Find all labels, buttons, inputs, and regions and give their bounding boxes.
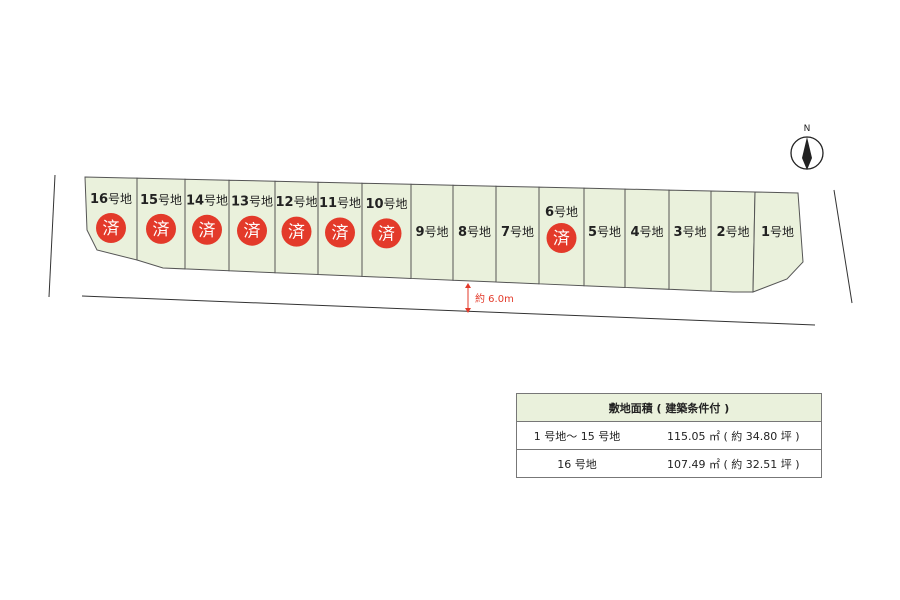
lot-label: 10号地 [365, 197, 407, 212]
site-area-table: 敷地面積 ( 建築条件付 ) 1 号地～ 15 号地 115.05 ㎡ ( 約 … [516, 393, 822, 478]
svg-text:済: 済 [553, 229, 570, 249]
sold-badge: 済 [371, 218, 402, 249]
sold-badge: 済 [546, 223, 577, 253]
lot-label: 12号地 [275, 195, 317, 210]
sold-badge: 済 [146, 213, 176, 244]
lot-2[interactable]: 2号地 [710, 190, 756, 293]
lot-5[interactable]: 5号地 [583, 187, 626, 288]
road-edge-left [48, 174, 56, 298]
sold-badge: 済 [281, 216, 312, 247]
sold-badge: 済 [325, 217, 355, 248]
lot-label: 2号地 [716, 225, 749, 240]
sold-badge: 済 [237, 215, 267, 246]
lot-8[interactable]: 8号地 [452, 184, 497, 283]
table-title: 敷地面積 ( 建築条件付 ) [516, 393, 822, 422]
lot-shape[interactable] [752, 191, 804, 293]
lot-label: 3号地 [673, 225, 706, 240]
lot-1[interactable]: 1号地 [752, 191, 804, 293]
lot-label: 8号地 [458, 225, 491, 240]
lots-cell: 1 号地～ 15 号地 [516, 421, 637, 450]
lot-label: 9号地 [415, 225, 448, 240]
lot-label: 7号地 [501, 225, 534, 240]
road-edge-right [833, 189, 853, 304]
lot-4[interactable]: 4号地 [624, 188, 670, 290]
lot-label: 11号地 [319, 196, 361, 211]
lot-label: 5号地 [588, 225, 621, 240]
svg-text:済: 済 [332, 224, 349, 244]
svg-text:済: 済 [199, 221, 216, 241]
lot-label: 4号地 [630, 225, 663, 240]
lot-3[interactable]: 3号地 [668, 189, 712, 292]
road-edge-bottom [81, 295, 816, 326]
svg-text:済: 済 [153, 220, 170, 240]
lot-label: 1号地 [761, 225, 794, 240]
lots-cell: 16 号地 [516, 449, 637, 478]
lot-label: 15号地 [140, 193, 182, 208]
lot-7[interactable]: 7号地 [495, 185, 540, 285]
lot-shape[interactable] [710, 190, 756, 293]
area-cell: 115.05 ㎡ ( 約 34.80 坪 ) [637, 421, 822, 450]
lot-label: 6号地 [545, 205, 578, 220]
svg-text:済: 済 [378, 224, 395, 244]
table-row: 16 号地 107.49 ㎡ ( 約 32.51 坪 ) [516, 449, 822, 478]
road-width-label: 約 6.0m [475, 292, 514, 305]
svg-text:済: 済 [288, 223, 305, 243]
lot-shape[interactable] [668, 189, 712, 292]
north-compass-icon: N [790, 124, 824, 170]
lot-9[interactable]: 9号地 [410, 183, 454, 281]
road-width-dimension: 約 6.0m [465, 283, 514, 313]
svg-text:済: 済 [244, 222, 261, 242]
lot-label: 13号地 [231, 194, 273, 209]
sold-badge: 済 [192, 214, 222, 245]
table-row: 1 号地～ 15 号地 115.05 ㎡ ( 約 34.80 坪 ) [516, 421, 822, 450]
lot-label: 16号地 [90, 192, 132, 207]
svg-text:済: 済 [103, 219, 120, 239]
sold-badge: 済 [96, 213, 126, 243]
svg-text:N: N [804, 124, 811, 134]
area-cell: 107.49 ㎡ ( 約 32.51 坪 ) [637, 449, 822, 478]
lot-label: 14号地 [186, 194, 228, 209]
